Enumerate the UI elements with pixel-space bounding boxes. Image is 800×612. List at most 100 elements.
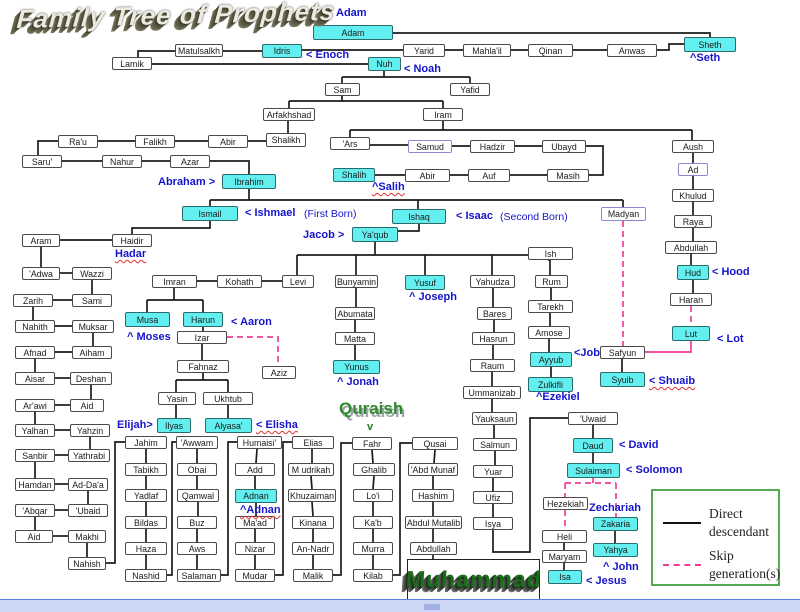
node-yasin: Yasin: [158, 392, 196, 405]
node-adam: Adam: [313, 25, 393, 40]
node-yahya: Yahya: [593, 543, 638, 557]
node-idris: Idris: [262, 44, 302, 58]
node-heli: Heli: [542, 530, 587, 543]
node-ars: 'Ars: [330, 137, 370, 150]
label-salih-en: ^Salih: [372, 181, 405, 193]
node-ufiz: Ufiz: [473, 491, 513, 504]
label-jesus-en: < Jesus: [586, 575, 627, 587]
node-syuib: Syuib: [600, 372, 645, 387]
node-salmun: Salmun: [473, 438, 517, 451]
descent-line: [106, 441, 125, 564]
label-elijah-en: Elijah>: [117, 419, 153, 431]
node-yusuf: Yusuf: [405, 275, 445, 290]
node-isya: Isya: [473, 517, 513, 530]
node-azar: Azar: [170, 155, 210, 168]
label-ezekiel-en: ^Ezekiel: [536, 391, 580, 403]
node-ubayd: Ubayd: [542, 140, 586, 153]
node-bunyamin: Bunyamin: [335, 275, 378, 288]
label-moses-en: ^ Moses: [127, 331, 171, 343]
label-solomon-en: < Solomon: [626, 464, 683, 476]
node-deshan: Deshan: [70, 372, 112, 385]
node-yadlaf: Yadlaf: [125, 489, 167, 502]
dashed-line-icon: [663, 564, 701, 567]
descent-line: [398, 224, 420, 232]
node-maryam: Maryam: [542, 550, 587, 563]
descent-line: [137, 50, 175, 57]
descent-line: [255, 448, 258, 464]
node-haran: Haran: [670, 293, 712, 306]
node-abir2: Abir: [405, 169, 450, 182]
node-hadzir: Hadzir: [470, 140, 515, 153]
descent-line: [37, 140, 58, 155]
node-yahudza: Yahudza: [470, 275, 515, 288]
label-zechariah-en: Zechariah: [589, 502, 641, 514]
label-aaron-en: < Aaron: [231, 316, 272, 328]
node-anwas: Anwas: [607, 44, 657, 57]
node-nuh: Nuh: [368, 57, 401, 71]
node-bares: Bares: [477, 307, 512, 320]
node-aush: Aush: [672, 140, 714, 153]
node-yalhan: Yalhan: [15, 424, 55, 437]
descent-line: [221, 441, 237, 576]
descent-line: [393, 442, 412, 576]
quraish-watermark: Quraish: [339, 399, 404, 418]
node-jahim: Jahim: [125, 436, 167, 449]
node-lamik: Lamik: [112, 57, 152, 70]
label-isaac-note: (Second Born): [500, 211, 568, 223]
scrollbar-thumb[interactable]: [424, 604, 440, 610]
node-zulkifli: Zulkifli: [528, 377, 573, 392]
node-imran: Imran: [152, 275, 197, 288]
quraish-arrow-icon: v: [367, 421, 374, 433]
horizontal-scrollbar[interactable]: [0, 599, 800, 612]
node-abumata: Abumata: [335, 307, 375, 320]
descent-line: [657, 43, 684, 51]
descent-line: [131, 221, 211, 234]
node-ad: Ad: [678, 163, 708, 176]
node-amose: Amose: [528, 326, 570, 339]
descent-line: [586, 145, 604, 176]
descent-line: [333, 442, 352, 576]
muhammad-3d-text: Muhammad: [404, 566, 543, 592]
node-abir1: Abir: [208, 135, 248, 148]
label-seth-en: ^Seth: [690, 52, 721, 64]
node-qamwal: Qamwal: [177, 489, 219, 502]
node-harun: Harun: [183, 312, 223, 327]
label-david-en: < David: [619, 439, 659, 451]
node-aisar: Aisar: [15, 372, 55, 385]
label-jacob-en: Jacob >: [303, 229, 345, 241]
node-abqar: 'Abqar: [15, 504, 55, 517]
label-hadar-en: Hadar: [115, 248, 147, 260]
node-elias: Elias: [292, 436, 334, 449]
node-ish: Ish: [528, 247, 573, 260]
node-kohath: Kohath: [217, 275, 262, 288]
node-matta: Matta: [335, 332, 375, 345]
node-abdulmutalib: Abdul Mutalib: [405, 516, 462, 529]
label-elisha-en: < Elisha: [256, 419, 298, 431]
legend-item-skip: Skip generation(s): [663, 547, 780, 583]
node-nashid: Nashid: [125, 569, 167, 582]
node-khulud: Khulud: [672, 189, 714, 202]
node-samud: Samud: [408, 140, 452, 153]
node-matulsalkh: Matulsalkh: [175, 44, 223, 57]
node-shalikh: Shalikh: [266, 133, 306, 147]
label-hood-en: < Hood: [712, 266, 750, 278]
label-lot-en: < Lot: [717, 333, 744, 345]
label-adnan-en: ^Adnan: [240, 504, 281, 516]
node-qusai: Qusai: [412, 437, 458, 450]
node-yahzin: Yahzin: [70, 424, 110, 437]
node-yauksaun: Yauksaun: [472, 412, 517, 425]
node-malik: Malik: [293, 569, 333, 582]
node-abdmunaf: 'Abd Munaf: [408, 463, 458, 476]
node-haidir: Haidir: [112, 234, 152, 247]
label-ishmael-en: < Ishmael: [245, 207, 296, 219]
node-kab: Ka'b: [353, 516, 393, 529]
node-yunus: Yunus: [333, 360, 380, 374]
node-addaa: Ad-Da'a: [68, 478, 108, 491]
node-aiham: Aiham: [72, 346, 112, 359]
label-john-en: ^ John: [603, 561, 639, 573]
node-nahur: Nahur: [102, 155, 142, 168]
node-sam: Sam: [325, 83, 360, 96]
node-ismail: Ismail: [182, 206, 238, 221]
node-maad: Ma'ad: [235, 516, 275, 529]
node-makhi: Makhi: [68, 530, 106, 543]
